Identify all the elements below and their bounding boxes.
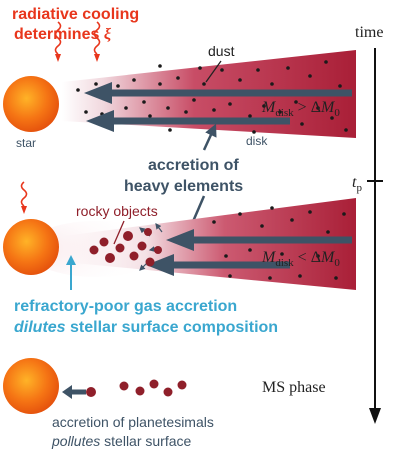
dust-particle (248, 114, 252, 118)
dust-particle (316, 106, 320, 110)
dilutes-line1: refractory-poor gas accretion (14, 298, 237, 315)
dust-particle (252, 130, 256, 134)
pollutes-line1: accretion of planetesimals (52, 414, 214, 430)
dust-particle (270, 206, 274, 210)
dust-particle (334, 276, 338, 280)
dust-particle (176, 76, 180, 80)
dust-particle (280, 252, 284, 256)
dust-pointer (205, 60, 222, 83)
dust-particle (344, 128, 348, 132)
dust-particle (262, 104, 266, 108)
rocky-object (115, 243, 125, 253)
dust-particle (192, 98, 196, 102)
accretion-pointer-up (202, 123, 217, 151)
header-line1: radiative cooling (12, 6, 139, 23)
star-icon (3, 76, 59, 132)
dust-particle (76, 88, 80, 92)
dust-particle (270, 82, 274, 86)
dust-particle (256, 68, 260, 72)
dilutes-line2: dilutes stellar surface composition (14, 319, 278, 336)
planetesimal-accretion-arrow (62, 385, 86, 399)
dust-particle (116, 84, 120, 88)
dust-particle (220, 68, 224, 72)
header-line2: determines ξ (14, 26, 112, 43)
dust-particle (268, 276, 272, 280)
dust-particle (300, 122, 304, 126)
rocky-object (144, 228, 152, 236)
dust-particle (202, 82, 206, 86)
rocky-objects (89, 228, 162, 267)
scatter-arrow (155, 223, 163, 233)
dust-particle (84, 110, 88, 114)
radiation-wave-icon (20, 21, 101, 214)
dust-particle (212, 108, 216, 112)
dust-particle (228, 102, 232, 106)
dust-particle (278, 110, 282, 114)
time-axis-label: time (355, 24, 383, 41)
dust-particles (76, 60, 348, 134)
dust-particle (168, 128, 172, 132)
accretion-label-line1: accretion of (148, 157, 239, 174)
dust-particle (308, 210, 312, 214)
dust-particle (94, 82, 98, 86)
dust-particle (324, 60, 328, 64)
rocky-object (105, 253, 115, 263)
rocky-object (137, 241, 147, 251)
rocky-object (129, 251, 139, 261)
condition-upper: Mdisk > ΔM0 (261, 99, 340, 119)
dust-particle (298, 274, 302, 278)
rocky-object (154, 246, 162, 254)
dust-particle (224, 254, 228, 258)
dust-particle (238, 78, 242, 82)
dust-particle (228, 274, 232, 278)
accretion-label-line2: heavy elements (124, 178, 243, 195)
dust-particle (212, 220, 216, 224)
star-label: star (16, 136, 36, 150)
dust-particle (330, 116, 334, 120)
dust-particles-lower (212, 206, 346, 280)
dust-particle (316, 254, 320, 258)
dust-particle (184, 110, 188, 114)
dust-particle (308, 74, 312, 78)
planetesimals (86, 379, 187, 397)
dust-particle (248, 248, 252, 252)
dust-particle (142, 100, 146, 104)
star-icon (3, 219, 59, 275)
dust-particle (290, 218, 294, 222)
dust-particle (286, 66, 290, 70)
time-arrow-icon (367, 48, 383, 424)
dust-particle (198, 66, 202, 70)
rocky-object (145, 257, 155, 267)
dust-particle (158, 82, 162, 86)
dust-particle (326, 230, 330, 234)
dust-particle (124, 106, 128, 110)
rocky-object (99, 237, 109, 247)
dilution-arrow (66, 255, 76, 290)
dust-particle (148, 114, 152, 118)
rocky-pointer (113, 220, 125, 245)
dust-particle (158, 64, 162, 68)
rocky-object (123, 231, 133, 241)
dust-particle (238, 212, 242, 216)
dust-particle (338, 84, 342, 88)
pollutes-line2: pollutes stellar surface (51, 433, 192, 449)
dust-particle (132, 78, 136, 82)
accretion-arrows-lower (146, 229, 352, 276)
star-icon (3, 358, 59, 414)
accretion-arrows-upper (84, 82, 352, 132)
dust-label: dust (208, 43, 235, 59)
rocky-object (89, 245, 99, 255)
rocky-objects-label: rocky objects (76, 203, 158, 219)
dust-particle (294, 100, 298, 104)
condition-lower: Mdisk < ΔM0 (261, 249, 340, 269)
disk-label: disk (246, 134, 268, 148)
dust-particle (166, 106, 170, 110)
tp-label: tp (352, 174, 362, 194)
dust-particle (260, 224, 264, 228)
ms-phase-label: MS phase (262, 379, 326, 396)
dust-particle (342, 212, 346, 216)
